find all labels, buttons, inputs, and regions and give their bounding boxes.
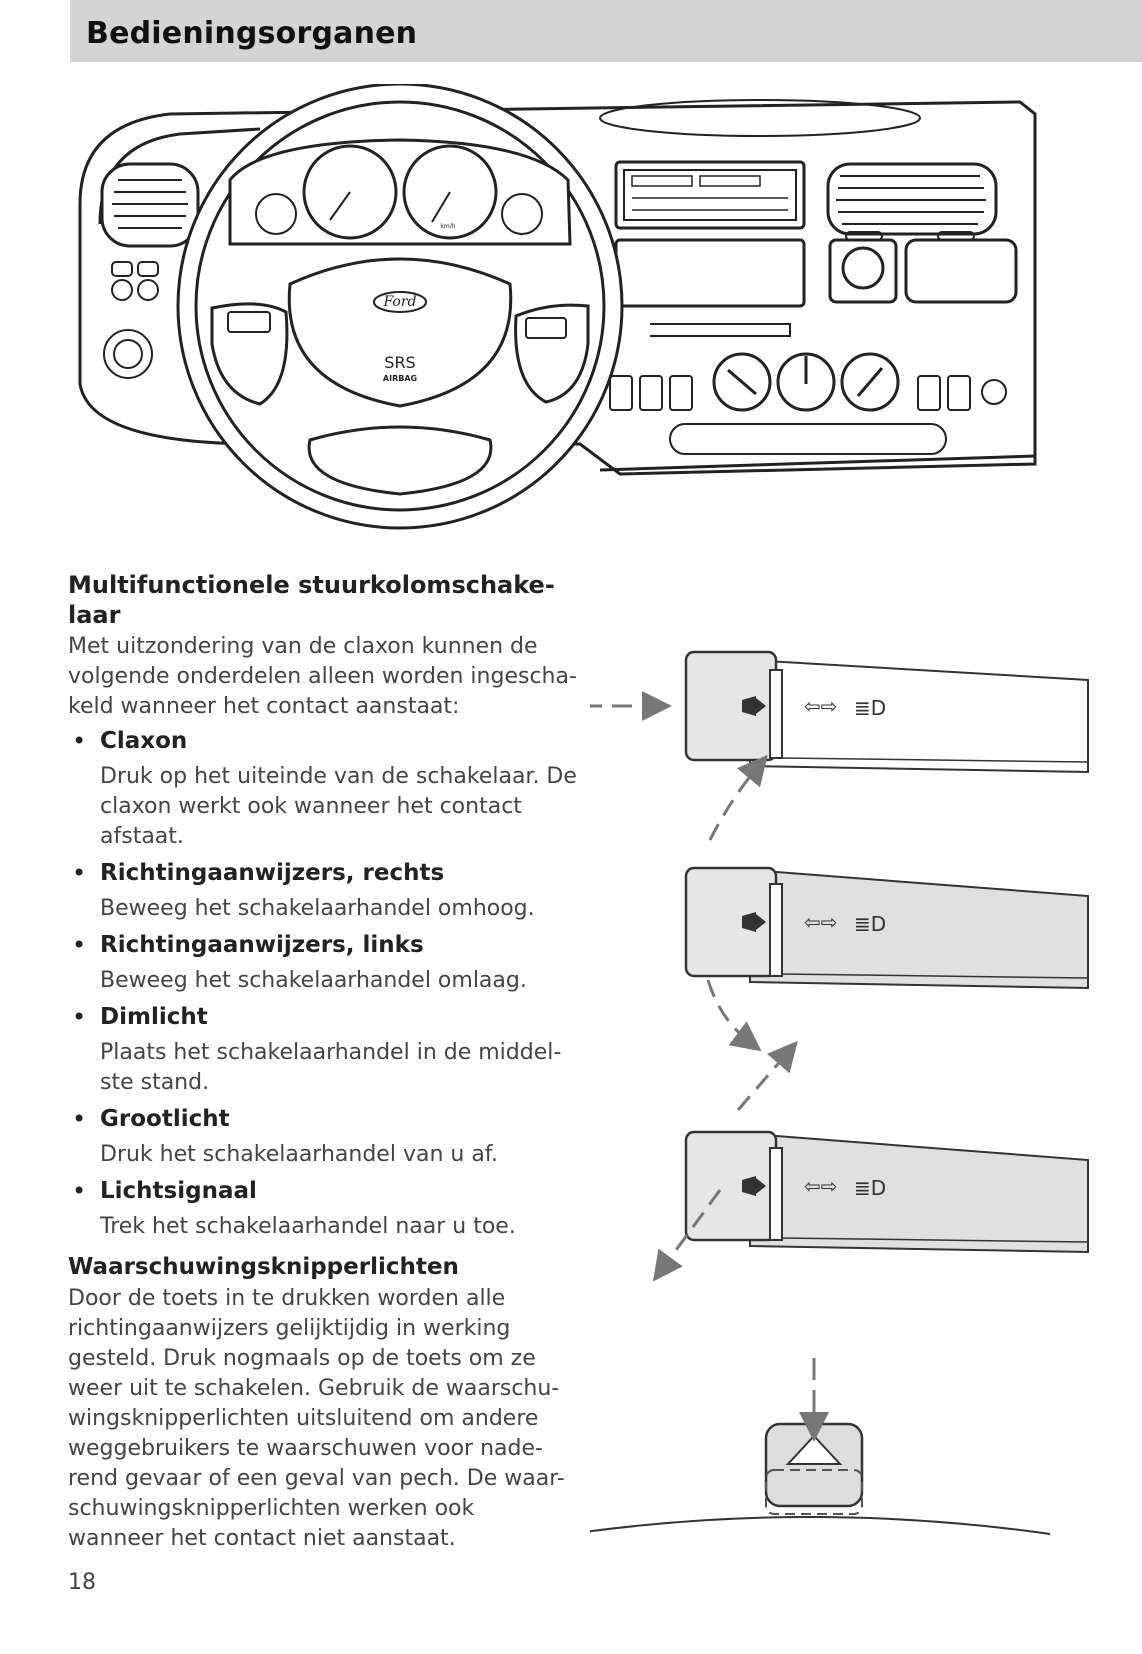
item-desc: Trek het schakelaarhandel naar u toe.	[100, 1214, 516, 1239]
desc-line: claxon werkt ook wanneer het contact	[100, 794, 522, 819]
list-item-turn-right: • Richtingaanwijzers, rechts Beweeg het …	[68, 858, 588, 924]
page-header: Bedieningsorganen	[70, 0, 1142, 62]
item-desc: Plaats het schakelaarhandel in de middel…	[100, 1038, 588, 1098]
arrow-toward-icon	[652, 1189, 722, 1282]
section-title-hazard: Waarschuwingsknipperlichten	[68, 1254, 459, 1280]
body-line: wingsknipperlichten uitsluitend om ander…	[68, 1406, 539, 1431]
stalk-turn: ⇦⇨ ≣D	[684, 866, 1089, 990]
list-item-dimlicht: • Dimlicht Plaats het schakelaarhandel i…	[68, 1002, 588, 1098]
item-desc: Beweeg het schakelaarhandel omlaag.	[100, 968, 527, 993]
speedometer-unit: km/h	[440, 223, 455, 230]
body-line: wanneer het contact niet aanstaat.	[68, 1526, 456, 1551]
bullet-icon: •	[72, 1003, 87, 1031]
list-item-turn-left: • Richtingaanwijzers, links Beweeg het s…	[68, 930, 588, 996]
body-line: schuwingsknipperlichten werken ook	[68, 1496, 475, 1521]
headlight-icon: ≣D	[854, 696, 886, 720]
body-line: weggebruikers te waarschuwen voor nade-	[68, 1436, 543, 1461]
headlight-icon: ≣D	[854, 1176, 886, 1200]
arrow-up-icon	[708, 754, 768, 841]
desc-line: ste stand.	[100, 1070, 210, 1095]
arrow-away-icon	[736, 1040, 798, 1111]
turn-signal-icon: ⇦⇨	[804, 910, 838, 934]
feature-list: • Claxon Druk op het uiteinde van de sch…	[68, 726, 588, 1242]
horn-icon	[742, 1176, 766, 1196]
section-title-line-1: Multifunctionele stuurkolomschake-	[68, 571, 555, 599]
item-title: Richtingaanwijzers, rechts	[100, 860, 445, 886]
body-line: gesteld. Druk nogmaals op de toets om ze	[68, 1346, 536, 1371]
item-title: Grootlicht	[100, 1106, 230, 1132]
item-desc: Beweeg het schakelaarhandel omhoog.	[100, 896, 535, 921]
intro-line: keld wanneer het contact aanstaat:	[68, 694, 460, 719]
section-title-stalk: Multifunctionele stuurkolomschake- laar	[68, 570, 588, 630]
list-item-claxon: • Claxon Druk op het uiteinde van de sch…	[68, 726, 588, 852]
section-body-hazard: Door de toets in te drukken worden alle …	[68, 1284, 588, 1554]
warning-triangle-icon	[785, 1434, 843, 1465]
airbag-sublabel: AIRBAG	[383, 374, 417, 383]
section-title-line-2: laar	[68, 601, 121, 629]
list-item-lichtsignaal: • Lichtsignaal Trek het schakelaarhandel…	[68, 1176, 588, 1242]
bullet-icon: •	[72, 859, 87, 887]
airbag-label: SRS	[384, 353, 415, 372]
body-line: Door de toets in te drukken worden alle	[68, 1286, 506, 1311]
stalk-beam: ⇦⇨ ≣D	[684, 1130, 1089, 1254]
list-item-grootlicht: • Grootlicht Druk het schakelaarhandel v…	[68, 1104, 588, 1170]
desc-line: afstaat.	[100, 824, 184, 849]
turn-signal-icon: ⇦⇨	[804, 1174, 838, 1198]
stalk-horn: ⇦⇨ ≣D	[590, 650, 1089, 774]
body-line: rend gevaar of een geval van pech. De wa…	[68, 1466, 565, 1491]
bullet-icon: •	[72, 931, 87, 959]
intro-line: volgende onderdelen alleen worden ingesc…	[68, 664, 577, 689]
item-desc: Druk het schakelaarhandel van u af.	[100, 1142, 498, 1167]
arrow-down-icon	[706, 979, 762, 1052]
page-number: 18	[68, 1570, 96, 1595]
text-column: Multifunctionele stuurkolomschake- laar …	[68, 570, 588, 1554]
hazard-button	[590, 1358, 1051, 1535]
intro-line: Met uitzondering van de claxon kunnen de	[68, 634, 538, 659]
bullet-icon: •	[72, 1105, 87, 1133]
desc-line: Druk op het uiteinde van de schakelaar. …	[100, 764, 577, 789]
turn-signal-icon: ⇦⇨	[804, 694, 838, 718]
item-desc: Druk op het uiteinde van de schakelaar. …	[100, 762, 588, 852]
bullet-icon: •	[72, 1177, 87, 1205]
item-title: Claxon	[100, 728, 188, 754]
stalk-illustrations: ⇦⇨ ≣D ⇦⇨ ≣D ⇦⇨ ≣D	[590, 650, 1089, 1535]
page-title: Bedieningsorganen	[86, 16, 418, 51]
dashboard-illustration: Ford SRS AIRBAG km/h	[78, 84, 1037, 530]
item-title: Richtingaanwijzers, links	[100, 932, 424, 958]
horn-icon	[742, 912, 766, 932]
headlight-icon: ≣D	[854, 912, 886, 936]
item-title: Dimlicht	[100, 1004, 208, 1030]
horn-icon	[742, 696, 766, 716]
body-line: weer uit te schakelen. Gebruik de waarsc…	[68, 1376, 560, 1401]
ford-logo: Ford	[382, 294, 416, 310]
desc-line: Plaats het schakelaarhandel in de middel…	[100, 1040, 562, 1065]
body-line: richtingaanwijzers gelijktijdig in werki…	[68, 1316, 511, 1341]
section-intro: Met uitzondering van de claxon kunnen de…	[68, 632, 588, 722]
item-title: Lichtsignaal	[100, 1178, 257, 1204]
bullet-icon: •	[72, 727, 87, 755]
